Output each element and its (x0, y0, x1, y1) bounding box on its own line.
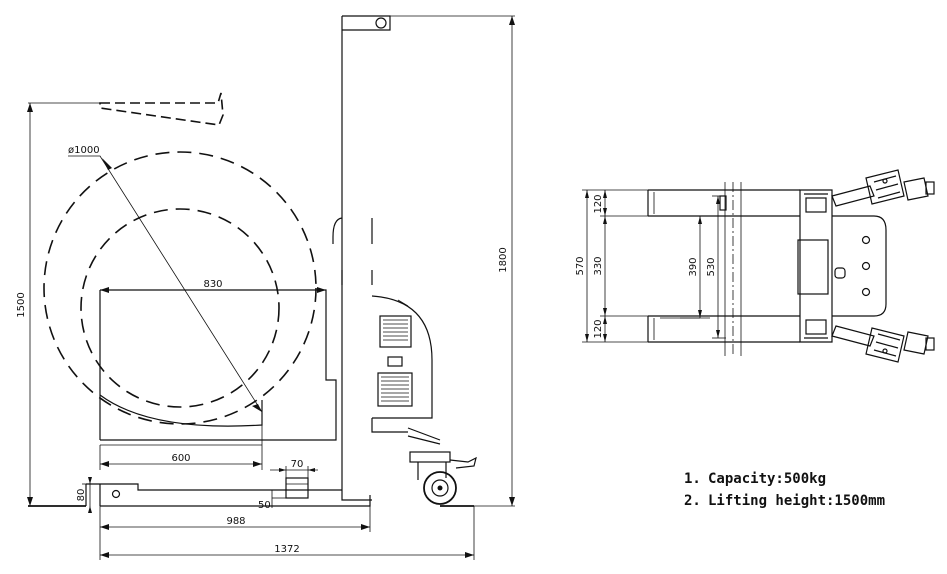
vent-grille-upper (379, 315, 412, 348)
clamp-arm-upper (831, 169, 935, 207)
dim-fork-gap-label: 330 (593, 256, 604, 275)
dim-830-label: 830 (203, 279, 222, 290)
dim-530-label: 530 (706, 257, 717, 276)
leg-block (285, 477, 309, 499)
dim-80: 80 (76, 477, 98, 513)
dim-80-label: 80 (76, 489, 87, 502)
dim-600: 600 (99, 425, 263, 470)
dim-1500-label: 1500 (16, 292, 27, 317)
dim-530: 530 (706, 195, 726, 339)
dim-fork-top-label: 120 (593, 194, 604, 213)
dim-390: 390 (680, 215, 710, 319)
dim-50-label: 50 (258, 500, 271, 511)
fork-upper (647, 189, 800, 217)
mast (332, 15, 391, 501)
dim-988-label: 988 (226, 516, 245, 527)
side-view: ø1000 (16, 15, 515, 560)
diameter-label: ø1000 (68, 145, 100, 156)
clamp-frame (797, 189, 887, 343)
dim-1800-label: 1800 (498, 247, 509, 272)
drum-outer-circle (43, 151, 317, 425)
top-view: 570 120 330 120 390 (575, 169, 935, 363)
dim-600-label: 600 (171, 453, 190, 464)
drum-inner-circle (80, 208, 280, 408)
cradle (99, 289, 337, 446)
note-2-number: 2. (684, 493, 701, 509)
dim-570: 570 (575, 189, 648, 343)
dim-390-label: 390 (688, 257, 699, 276)
dim-570-label: 570 (575, 256, 586, 275)
note-1-number: 1. (684, 471, 701, 487)
dim-988: 988 (99, 506, 371, 560)
dim-1372: 1372 (100, 506, 475, 560)
control-housing (371, 295, 441, 445)
vent-grille-lower (377, 372, 413, 407)
motor-block (797, 239, 829, 295)
spec-notes: 1. Capacity:500kg 2. Lifting height:1500… (684, 471, 885, 509)
dim-830: 830 (100, 279, 326, 293)
caster-wheel (409, 451, 477, 505)
dim-1500: 1500 (16, 102, 100, 506)
dim-1372-label: 1372 (274, 544, 299, 555)
mast-pulley (375, 17, 387, 29)
base-leg (28, 477, 474, 507)
upper-arm (99, 92, 224, 126)
dim-70: 70 (270, 459, 318, 478)
clamp-arm-lower (831, 325, 935, 363)
dim-1800: 1800 (390, 15, 515, 507)
dim-70-label: 70 (291, 459, 304, 470)
diameter-leader: ø1000 (68, 145, 263, 413)
note-2-text: Lifting height:1500mm (708, 493, 885, 509)
dim-50: 50 (258, 490, 286, 511)
drum-outline (43, 151, 317, 425)
dim-fork-chain: 120 330 120 (593, 190, 648, 342)
control-switch (387, 356, 403, 367)
note-1-text: Capacity:500kg (708, 471, 826, 487)
dim-fork-bottom-label: 120 (593, 319, 604, 338)
